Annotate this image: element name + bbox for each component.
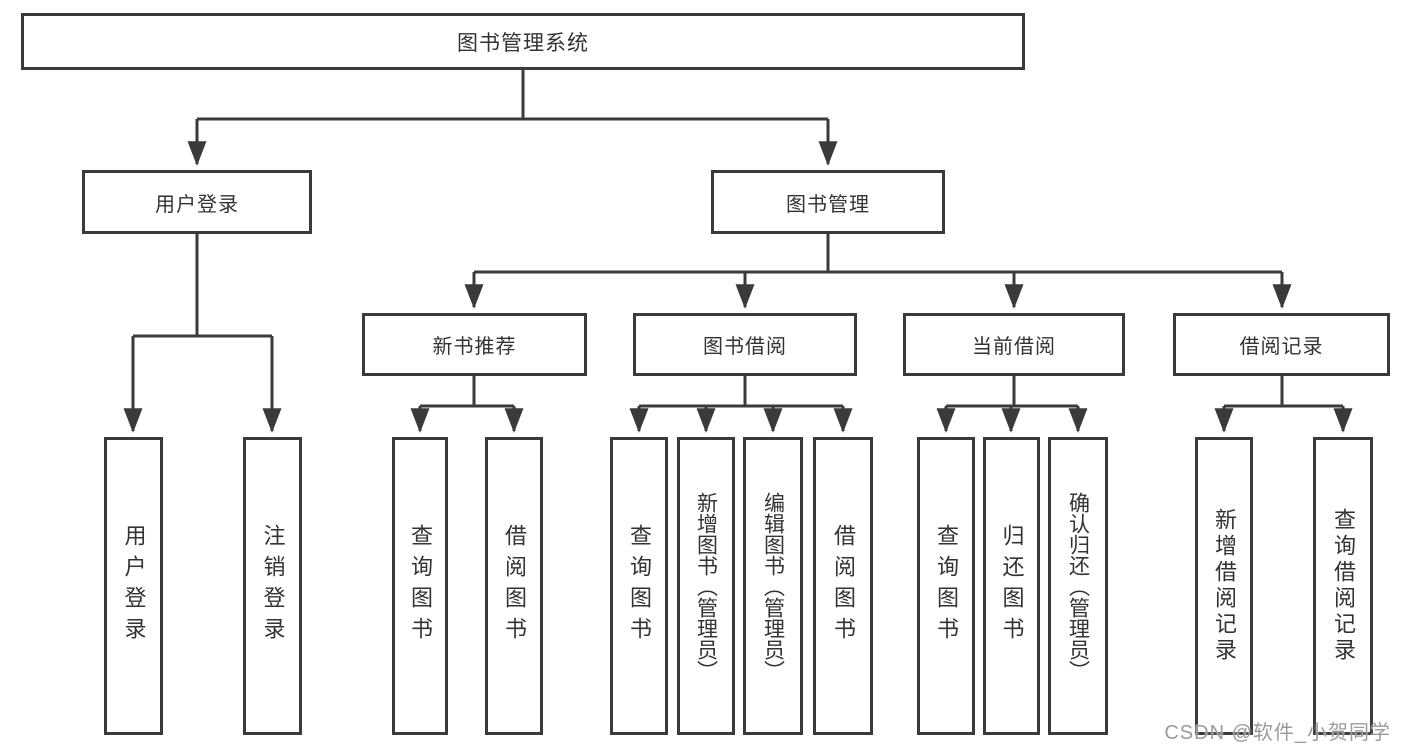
leaf-label: 查询借阅记录 [1331,508,1356,664]
csdn-watermark: CSDN @软件_小贺同学 [1164,722,1391,744]
leaf-confirm-return-admin: 确认归还（管理员） [1048,437,1108,735]
leaf-label: 用户登录 [121,524,147,648]
leaf-query-borrow-record: 查询借阅记录 [1313,437,1373,735]
node-label: 图书借阅 [703,336,787,358]
leaf-label: 借阅图书 [831,524,856,648]
leaf-add-borrow-record: 新增借阅记录 [1195,437,1253,735]
leaf-label: 查询图书 [408,524,433,648]
leaf-label: 查询图书 [627,524,652,648]
leaf-label: 编辑图书（管理员） [761,491,785,681]
leaf-borrow-books: 借阅图书 [813,437,873,735]
leaf-label: 确认归还（管理员） [1066,491,1090,681]
leaf-return-book: 归还图书 [983,437,1040,735]
leaf-query-books-current: 查询图书 [917,437,975,735]
leaf-label: 归还图书 [999,524,1025,648]
node-current-borrow: 当前借阅 [903,313,1125,376]
leaf-logout: 注销登录 [243,437,302,735]
node-library-management-system: 图书管理系统 [21,13,1025,70]
leaf-label: 新增借阅记录 [1212,508,1237,664]
node-label: 当前借阅 [972,336,1056,358]
leaf-label: 新增图书（管理员） [694,491,718,681]
node-user-login: 用户登录 [82,170,312,234]
node-borrow-records: 借阅记录 [1173,313,1390,376]
leaf-edit-book-admin: 编辑图书（管理员） [743,437,803,735]
node-label: 用户登录 [155,193,239,216]
leaf-user-login: 用户登录 [104,437,163,735]
leaf-label: 查询图书 [934,524,959,648]
leaf-query-books-borrow: 查询图书 [610,437,668,735]
node-label: 借阅记录 [1239,336,1324,358]
node-label: 图书管理系统 [457,31,589,55]
leaf-query-books-recommend: 查询图书 [392,437,448,735]
node-label: 新书推荐 [432,336,517,358]
leaf-add-book-admin: 新增图书（管理员） [677,437,735,735]
node-label: 图书管理 [786,193,870,216]
leaf-borrow-books-recommend: 借阅图书 [485,437,543,735]
node-book-borrow: 图书借阅 [633,313,857,376]
leaf-label: 借阅图书 [502,524,527,648]
leaf-label: 注销登录 [260,524,286,648]
node-new-book-recommend: 新书推荐 [362,313,587,376]
node-book-management: 图书管理 [711,170,945,234]
